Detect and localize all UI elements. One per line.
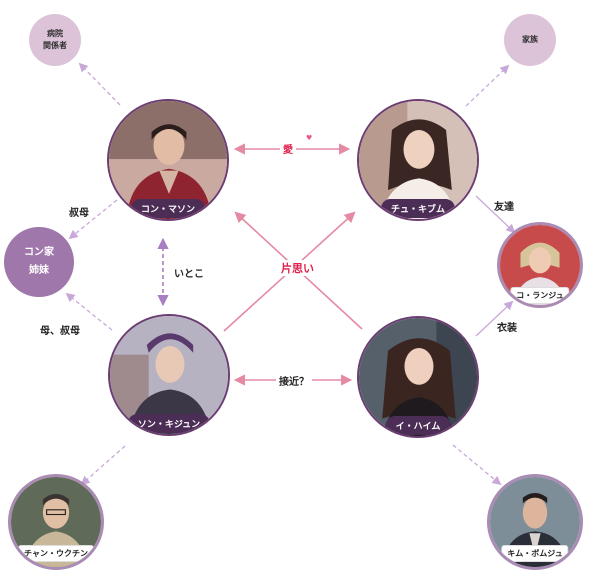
kong-mason-name-tag: コン・マソン bbox=[130, 199, 206, 218]
aunt-label: 叔母 bbox=[69, 208, 89, 219]
lee-haim-name-tag: イ・ハイム bbox=[385, 416, 451, 435]
son-kijun-node: ソン・キジュン bbox=[108, 314, 230, 436]
ko-ranju-name-tag: コ・ランジュ bbox=[510, 287, 570, 304]
friend-label: 友達 bbox=[494, 202, 514, 213]
approach-label: 接近？ bbox=[276, 373, 312, 388]
chan-ukchin-node: チャン・ウクチン bbox=[8, 474, 104, 570]
family-bubble: 家族 bbox=[504, 14, 556, 66]
kim-bomju-node: キム・ボムジュ bbox=[487, 474, 583, 570]
hospital-staff-bubble: 病院 関係者 bbox=[29, 14, 81, 66]
mother-aunt-link bbox=[65, 292, 113, 331]
kim-bomju-name-tag: キム・ボムジュ bbox=[501, 545, 569, 562]
heart-icon: ♥ bbox=[306, 134, 313, 142]
cousin-label: いとこ bbox=[174, 269, 204, 280]
ko-ranju-node: コ・ランジュ bbox=[497, 222, 583, 308]
hospital-label-line1: 病院 bbox=[47, 28, 63, 38]
chan-ukchin-name-tag: チャン・ウクチン bbox=[18, 545, 94, 562]
unrequited-label: 片思い bbox=[278, 260, 317, 276]
costume-label: 衣装 bbox=[497, 323, 517, 334]
family-label: 家族 bbox=[522, 34, 538, 44]
hospital-link bbox=[78, 62, 121, 106]
chu-kibum-name-tag: チュ・キブム bbox=[380, 199, 456, 218]
mother-aunt-label: 母、叔母 bbox=[40, 326, 80, 337]
family-link bbox=[465, 64, 510, 107]
chu-kibum-node: チュ・キブム bbox=[357, 99, 479, 221]
costume-link bbox=[475, 300, 514, 337]
kong-family-bubble: コン家 姉妹 bbox=[4, 227, 74, 297]
kong-family-line1: コン家 bbox=[24, 247, 54, 258]
hospital-label-line2: 関係者 bbox=[43, 41, 67, 50]
chan-link bbox=[80, 445, 126, 486]
kong-mason-node: コン・マソン bbox=[107, 99, 229, 221]
son-kijun-portrait bbox=[110, 316, 228, 434]
kong-family-line2: 姉妹 bbox=[29, 265, 49, 276]
lee-haim-node: イ・ハイム bbox=[357, 316, 479, 438]
love-label: 愛 bbox=[280, 141, 296, 156]
son-kijun-name-tag: ソン・キジュン bbox=[127, 414, 211, 433]
